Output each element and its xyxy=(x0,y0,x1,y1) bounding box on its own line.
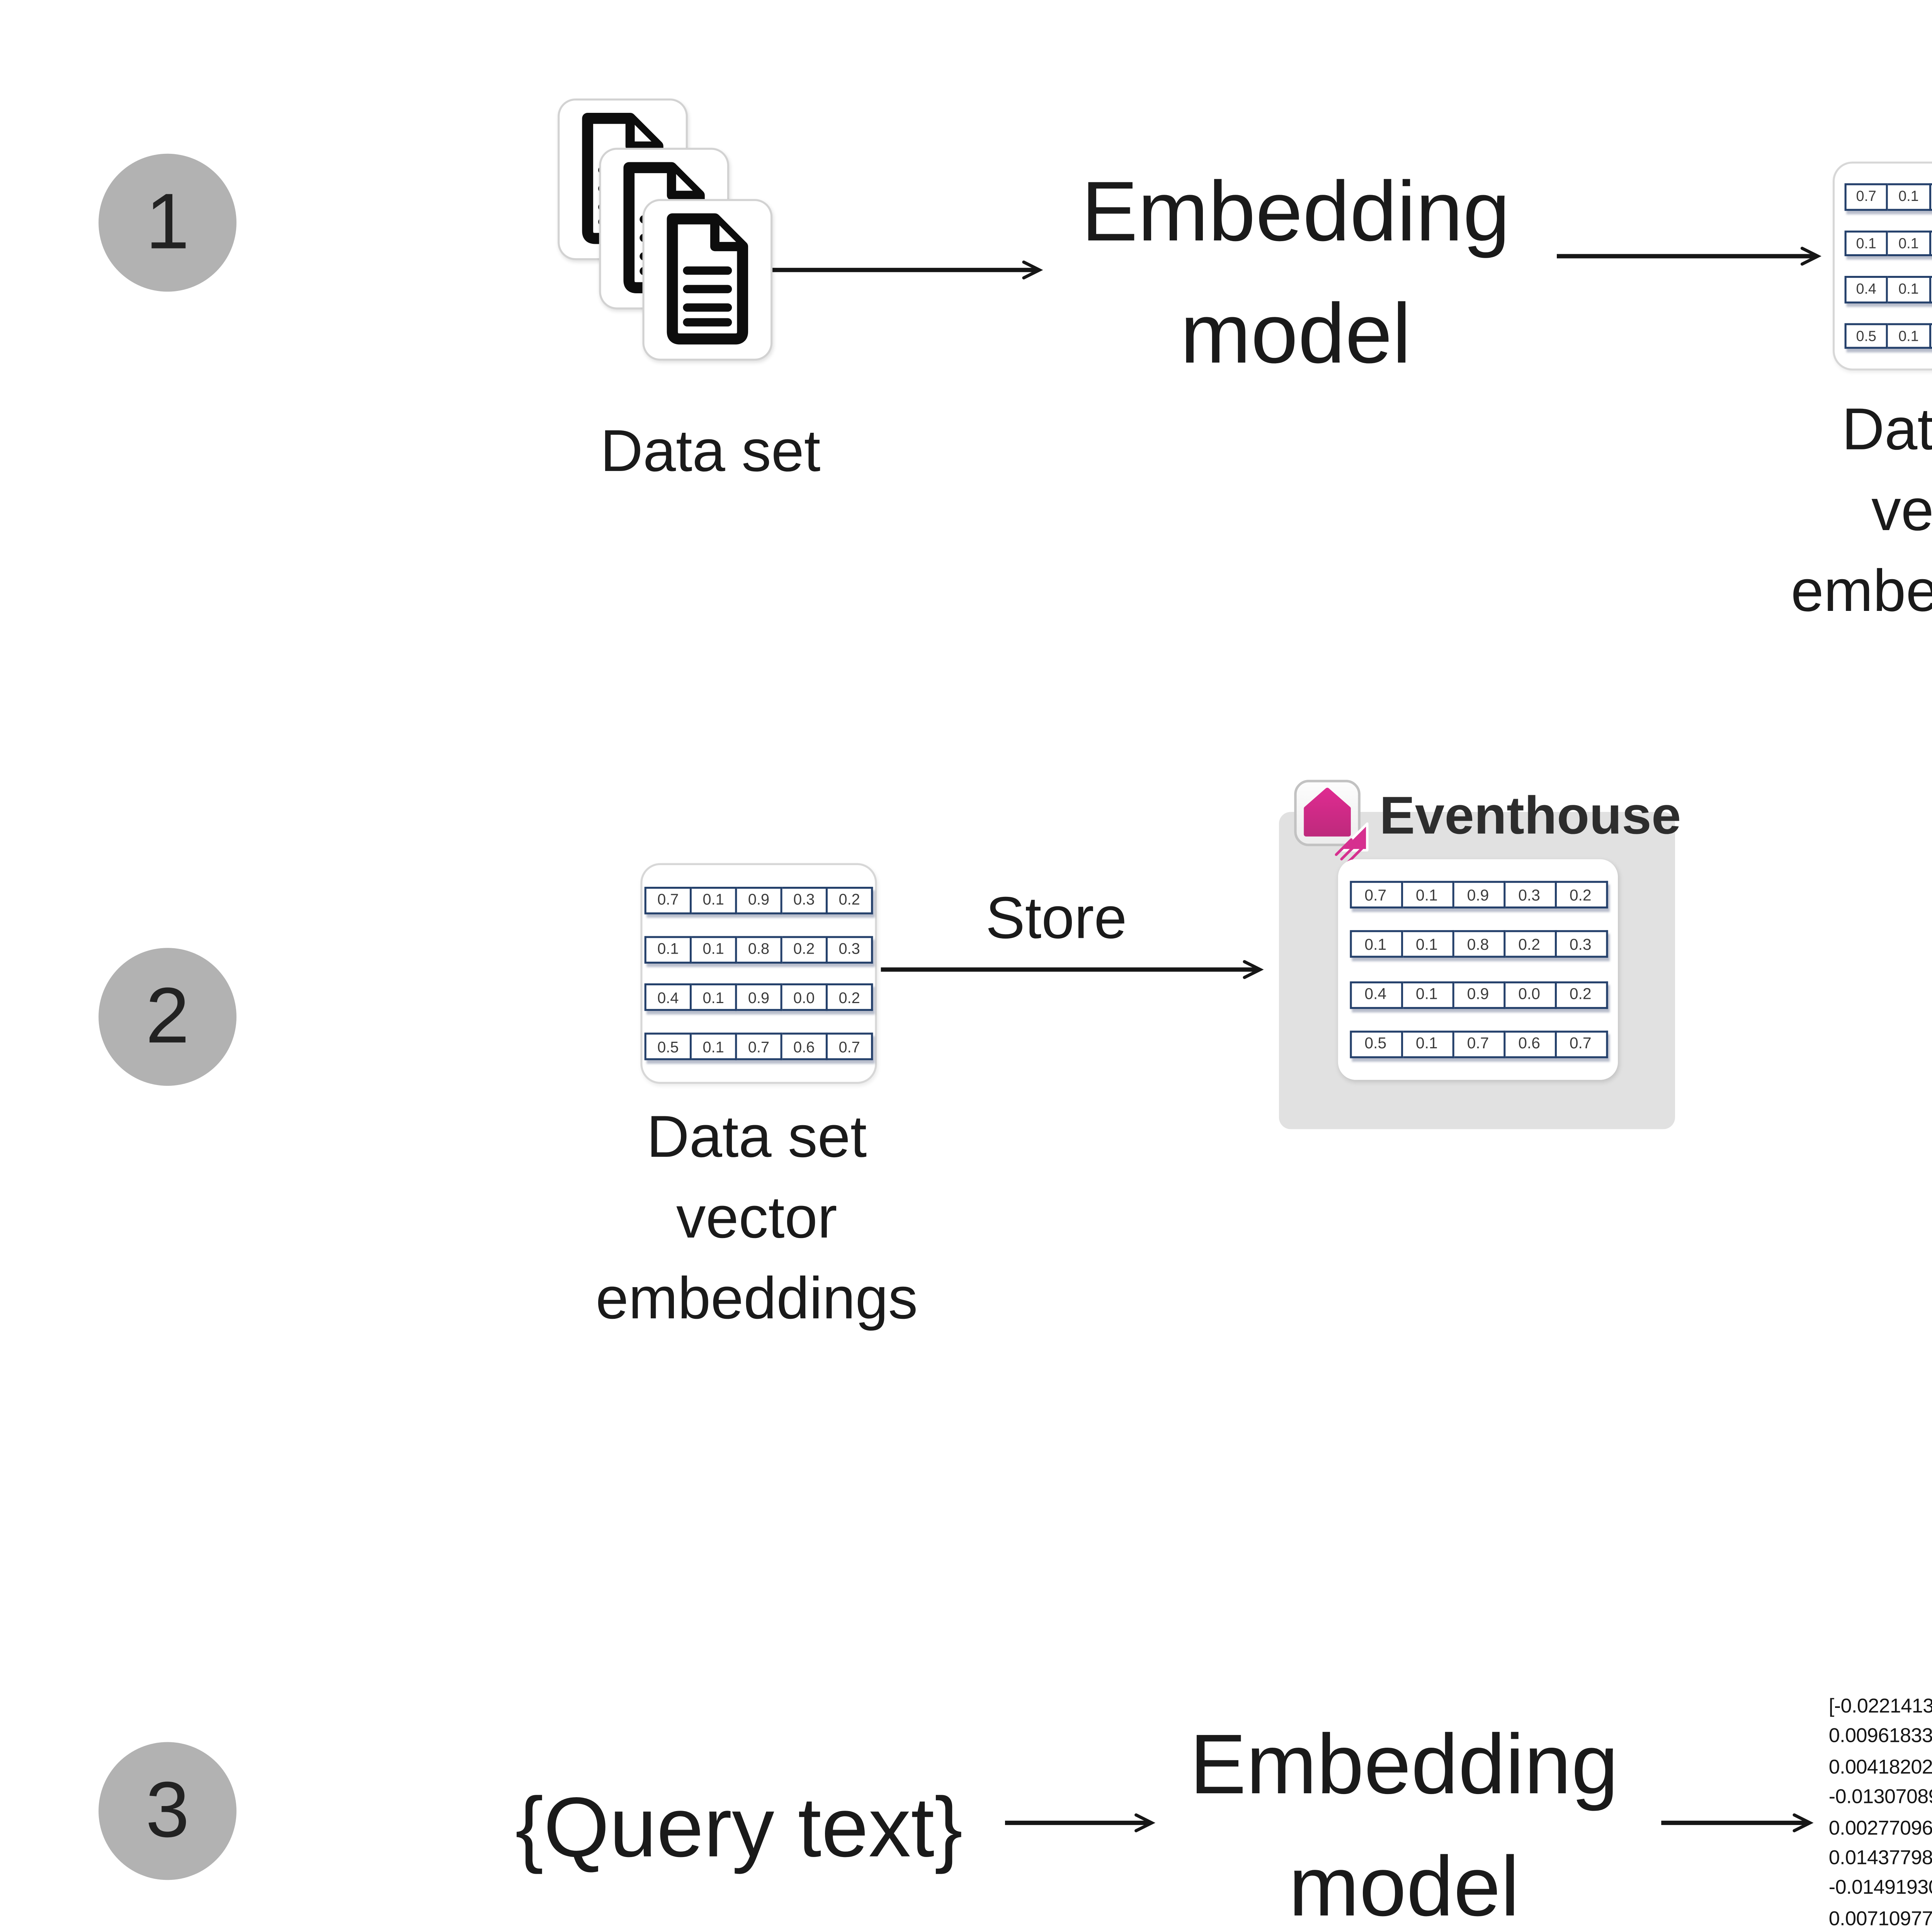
matrix-cell: 0.8 xyxy=(1930,230,1932,256)
matrix-cell: 0.9 xyxy=(1453,881,1505,909)
eventhouse-title: Eventhouse xyxy=(1379,786,1681,845)
matrix-cell: 0.9 xyxy=(737,886,782,914)
matrix-cell: 0.7 xyxy=(1349,881,1402,909)
matrix-row: 0.70.10.90.30.2 xyxy=(1844,183,1932,210)
matrix-cell: 0.1 xyxy=(692,984,737,1012)
embedding-model-line1: Embedding xyxy=(1189,1718,1619,1813)
matrix-cell: 0.7 xyxy=(828,1033,873,1061)
step-3-badge: 3 xyxy=(99,1742,236,1880)
matrix-row: 0.40.10.90.00.2 xyxy=(1844,276,1932,303)
embedding-model-label: Embedding model xyxy=(1074,152,1518,396)
matrix-cell: 0.4 xyxy=(644,984,692,1012)
eventhouse-icon xyxy=(1293,779,1364,850)
matrix-cell: 0.4 xyxy=(1349,980,1402,1008)
matrix-cell: 0.6 xyxy=(782,1033,828,1061)
matrix-cell: 0.2 xyxy=(782,935,828,963)
matrix-row: 0.50.10.70.60.7 xyxy=(1844,322,1932,349)
matrix-cell: 0.0 xyxy=(1504,980,1556,1008)
matrix-cell: 0.7 xyxy=(644,886,692,914)
matrix-cell: 0.2 xyxy=(1556,980,1607,1008)
matrix-row: 0.10.10.80.20.3 xyxy=(1844,230,1932,256)
matrix-cell: 0.7 xyxy=(737,1033,782,1061)
matrix-cell: 0.4 xyxy=(1844,276,1889,303)
embedding-model-line2: model xyxy=(1289,1840,1520,1932)
matrix-cell: 0.2 xyxy=(828,984,873,1012)
matrix-cell: 0.2 xyxy=(1556,881,1607,909)
matrix-cell: 0.7 xyxy=(1844,183,1889,210)
matrix-cell: 0.7 xyxy=(1556,1030,1607,1058)
step-2-badge: 2 xyxy=(99,948,236,1086)
document-page-icon xyxy=(642,199,773,361)
step-1-badge: 1 xyxy=(99,153,236,292)
matrix-cell: 0.3 xyxy=(782,886,828,914)
label-line: vector xyxy=(676,1186,837,1252)
matrix-cell: 0.1 xyxy=(1402,931,1454,959)
step-3-number: 3 xyxy=(145,1767,190,1854)
label-line: embeddings xyxy=(595,1267,918,1332)
matrix-cell: 0.1 xyxy=(692,935,737,963)
matrix-cell: 0.1 xyxy=(1888,230,1931,256)
matrix-cell: 0.3 xyxy=(1504,881,1556,909)
matrix-cell: 0.1 xyxy=(1402,980,1454,1008)
documents-icon xyxy=(558,99,774,361)
matrix-cell: 0.1 xyxy=(1888,183,1931,210)
query-text-label: {Query text} xyxy=(515,1781,963,1876)
matrix-cell: 0.1 xyxy=(644,935,692,963)
matrix-cell: 0.6 xyxy=(1504,1030,1556,1058)
dataset-vector-matrix: 0.70.10.90.30.2 0.10.10.80.20.3 0.40.10.… xyxy=(1833,162,1932,371)
query-vector-text: [-0.022141311317682266, -0.0193290878087… xyxy=(1828,1697,1932,1931)
matrix-cell: 0.1 xyxy=(1349,931,1402,959)
matrix-cell: 0.9 xyxy=(1930,183,1932,210)
label-line: Data set xyxy=(1842,398,1932,463)
embedding-model-line2: model xyxy=(1180,287,1411,383)
matrix-cell: 0.2 xyxy=(828,886,873,914)
store-label: Store xyxy=(985,887,1127,952)
matrix-cell: 0.8 xyxy=(737,935,782,963)
matrix-cell: 0.3 xyxy=(1556,931,1607,959)
label-line: embeddings xyxy=(1791,560,1932,625)
matrix-cell: 0.7 xyxy=(1453,1030,1505,1058)
matrix-cell: 0.1 xyxy=(1888,322,1931,349)
dataset-vector-embeddings-label: Data set vector embeddings xyxy=(1779,390,1932,633)
step-2-number: 2 xyxy=(145,972,190,1060)
matrix-cell: 0.1 xyxy=(692,1033,737,1061)
dataset-vector-embeddings-label: Data set vector embeddings xyxy=(587,1098,926,1340)
embedding-model-label: Embedding model xyxy=(1182,1705,1626,1932)
matrix-cell: 0.7 xyxy=(1930,322,1932,349)
matrix-cell: 0.0 xyxy=(782,984,828,1012)
embedding-model-line1: Embedding xyxy=(1081,165,1510,260)
matrix-cell: 0.9 xyxy=(1453,980,1505,1008)
matrix-cell: 0.1 xyxy=(1844,230,1889,256)
matrix-cell: 0.1 xyxy=(1402,1030,1454,1058)
matrix-cell: 0.2 xyxy=(1504,931,1556,959)
matrix-cell: 0.9 xyxy=(1930,276,1932,303)
matrix-cell: 0.8 xyxy=(1453,931,1505,959)
matrix-cell: 0.3 xyxy=(828,935,873,963)
data-set-label: Data set xyxy=(600,420,821,485)
matrix-cell: 0.1 xyxy=(1888,276,1931,303)
matrix-cell: 0.5 xyxy=(1844,322,1889,349)
step-1-number: 1 xyxy=(145,178,190,265)
matrix-cell: 0.5 xyxy=(1349,1030,1402,1058)
matrix-cell: 0.5 xyxy=(644,1033,692,1061)
label-line: vector xyxy=(1871,479,1932,544)
matrix-cell: 0.1 xyxy=(692,886,737,914)
matrix-cell: 0.1 xyxy=(1402,881,1454,909)
label-line: Data set xyxy=(646,1105,867,1171)
matrix-cell: 0.9 xyxy=(737,984,782,1012)
